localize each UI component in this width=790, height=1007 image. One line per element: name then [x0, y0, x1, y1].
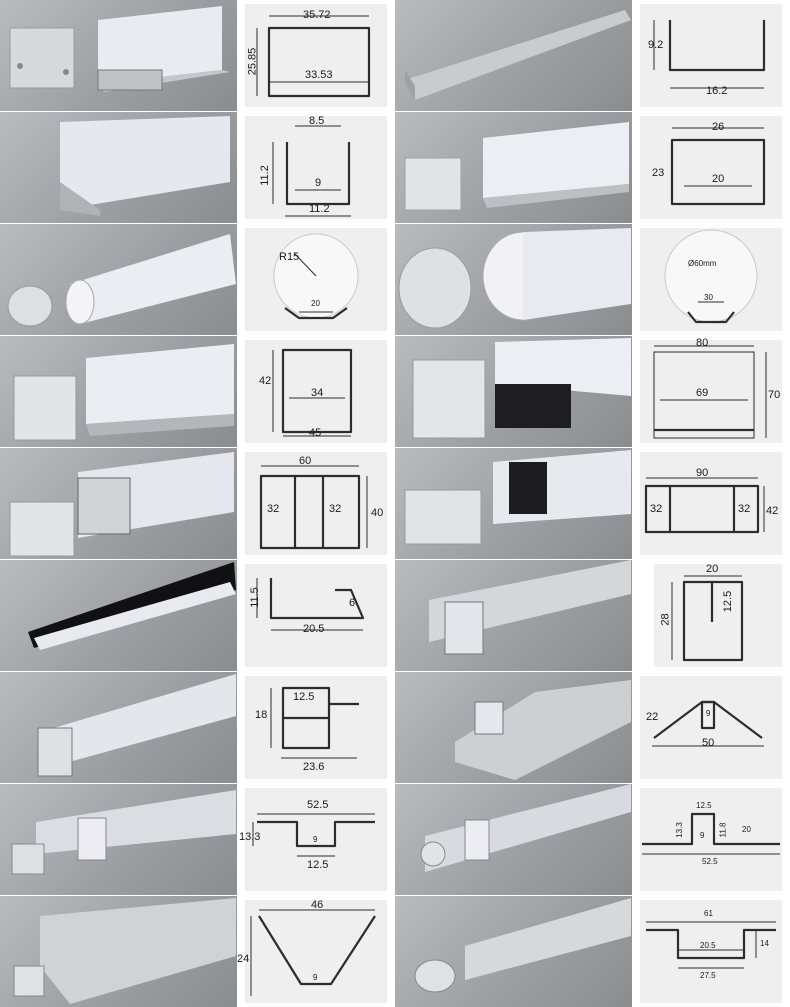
- profile-drawing: 80 69 70: [632, 336, 790, 447]
- dim-label: 40: [371, 507, 384, 519]
- dim-label: 42: [259, 375, 272, 387]
- product-photo: [395, 672, 632, 783]
- profile-drawing: Ø60mm 30: [632, 224, 790, 335]
- dim-label: 11.5: [248, 587, 261, 608]
- dim-label: 24: [237, 953, 250, 965]
- dim-label: 46: [311, 899, 324, 911]
- dim-label: 6: [349, 597, 356, 609]
- profile-drawing: 11.5 6 20.5: [237, 560, 395, 671]
- profile-drawing: 8.5 11.2 9 11.2: [237, 112, 395, 223]
- product-photo: [395, 560, 632, 671]
- dim-label: 69: [696, 387, 709, 399]
- dim-label: 9: [313, 835, 318, 844]
- dim-label: 20.5: [303, 623, 325, 635]
- dim-label: 9: [706, 709, 711, 718]
- profile-drawing: 52.5 13.3 9 12.5: [237, 784, 395, 895]
- dim-label: 20: [311, 299, 320, 308]
- dim-label: 16.2: [706, 85, 728, 97]
- profile-drawing: 9.2 16.2: [632, 0, 790, 111]
- profile-drawing: 22 9 50: [632, 672, 790, 783]
- product-photo: [395, 0, 632, 111]
- dim-label: 32: [267, 503, 280, 515]
- product-photo: [395, 336, 632, 447]
- dim-label: 61: [704, 909, 713, 918]
- product-photo: [395, 112, 632, 223]
- dim-label: 9: [700, 831, 705, 840]
- dim-label: 8.5: [309, 115, 325, 127]
- dim-label: 35.72: [303, 9, 331, 21]
- profile-drawing: 35.72 25.85 33.53: [237, 0, 395, 111]
- dim-label: 9: [313, 973, 318, 982]
- dim-label: 27.5: [700, 971, 716, 980]
- dim-label: 13.3: [674, 822, 684, 838]
- product-photo: [0, 224, 237, 335]
- profile-drawing: 26 23 20: [632, 112, 790, 223]
- dim-label: 12.5: [722, 590, 735, 613]
- dim-label: 30: [704, 293, 713, 302]
- profile-drawing: 12.5 18 23.6: [237, 672, 395, 783]
- dim-label: 9: [315, 177, 322, 189]
- product-photo: [0, 672, 237, 783]
- dim-label: Ø60mm: [688, 259, 717, 268]
- dim-label: 25.85: [246, 47, 259, 76]
- dim-label: 12.5: [696, 801, 712, 810]
- dim-label: 12.5: [307, 859, 329, 871]
- dim-label: 28: [659, 613, 672, 626]
- dim-label: 26: [712, 121, 725, 133]
- dim-label: 90: [696, 467, 709, 479]
- dim-label: 14: [760, 939, 769, 948]
- dim-label: 13.3: [239, 831, 261, 843]
- dim-label: 20: [706, 563, 719, 575]
- product-photo: [0, 784, 237, 895]
- dim-label: 70: [768, 389, 781, 401]
- dim-label: 33.53: [305, 69, 333, 81]
- dim-label: 20: [742, 825, 751, 834]
- dim-label: 11.8: [718, 822, 728, 838]
- product-photo: [395, 448, 632, 559]
- product-photo: [0, 560, 237, 671]
- dim-label: 32: [650, 503, 663, 515]
- dim-label: 80: [696, 337, 709, 349]
- dim-label: 52.5: [307, 799, 329, 811]
- dim-label: 11.2: [258, 165, 271, 186]
- dim-label: 23.6: [303, 761, 325, 773]
- dim-label: 20.5: [700, 941, 716, 950]
- product-photo: [0, 896, 237, 1007]
- product-photo: [395, 224, 632, 335]
- dim-label: 60: [299, 455, 312, 467]
- dim-label: 20: [712, 173, 725, 185]
- profile-drawing: 42 34 45: [237, 336, 395, 447]
- dim-label: 34: [311, 387, 324, 399]
- dim-label: 22: [646, 711, 659, 723]
- dim-label: 18: [255, 709, 268, 721]
- dim-label: 23: [652, 167, 665, 179]
- dim-label: 11.2: [309, 203, 330, 215]
- product-photo: [0, 448, 237, 559]
- product-photo: [0, 0, 237, 111]
- dim-label: 32: [329, 503, 342, 515]
- dim-label: 52.5: [702, 857, 718, 866]
- profile-drawing: 61 20.5 14 27.5: [632, 896, 790, 1007]
- dim-label: R15: [279, 251, 300, 263]
- dim-label: 9.2: [648, 39, 664, 51]
- profile-drawing: 12.5 13.3 9 11.8 20 52.5: [632, 784, 790, 895]
- product-photo: [395, 784, 632, 895]
- dim-label: 32: [738, 503, 751, 515]
- profile-drawing: 90 32 32 42: [632, 448, 790, 559]
- profile-drawing: 46 24 9: [237, 896, 395, 1007]
- dim-label: 12.5: [293, 691, 315, 703]
- dim-label: 45: [309, 427, 322, 439]
- profile-drawing: R15 20: [237, 224, 395, 335]
- product-photo: [395, 896, 632, 1007]
- profile-drawing: 60 32 32 40: [237, 448, 395, 559]
- profile-drawing: 20 28 12.5: [632, 560, 790, 671]
- product-photo: [0, 336, 237, 447]
- product-photo: [0, 112, 237, 223]
- dim-label: 42: [766, 505, 779, 517]
- dim-label: 50: [702, 737, 715, 749]
